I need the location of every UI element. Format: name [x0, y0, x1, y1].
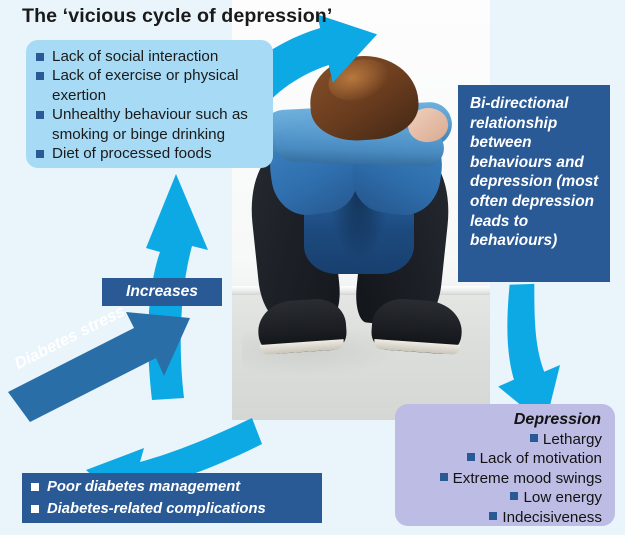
list-item: Lack of exercise or physical exertion	[36, 66, 265, 105]
diabetes-stress-arrow: Diabetes stress	[2, 302, 197, 400]
bullet-marker	[439, 472, 448, 481]
depression-box-title: Depression	[513, 411, 601, 428]
depression-symptom-list: Lethargy Lack of motivation Extreme mood…	[403, 430, 603, 528]
behaviours-list: Lack of social interaction Lack of exerc…	[36, 47, 265, 163]
bullet-marker	[510, 492, 519, 501]
list-item-label: Low energy	[523, 489, 602, 507]
list-item: Unhealthy behaviour such as smoking or b…	[36, 105, 265, 144]
list-item: Lethargy	[403, 430, 603, 450]
list-item-label: Lethargy	[542, 430, 602, 448]
page-title: The ‘vicious cycle of depression’	[22, 5, 333, 27]
list-item: Extreme mood swings	[403, 469, 603, 489]
bullet-marker	[489, 511, 498, 520]
list-item-label: Lack of motivation	[479, 450, 602, 468]
bidirectional-box: Bi-directional relationship between beha…	[458, 85, 610, 282]
list-item-label: Indecisiveness	[502, 508, 602, 526]
depression-box: Depression Lethargy Lack of motivation E…	[395, 404, 615, 526]
list-item: Poor diabetes management	[31, 476, 316, 498]
outcomes-box: Poor diabetes management Diabetes-relate…	[22, 473, 322, 523]
behaviours-box: Lack of social interaction Lack of exerc…	[26, 40, 273, 168]
diabetes-stress-label: Diabetes stress	[11, 302, 128, 374]
list-item: Low energy	[403, 488, 603, 508]
list-item: Lack of social interaction	[36, 47, 265, 66]
list-item-label: Extreme mood swings	[452, 469, 602, 487]
bullet-marker	[529, 433, 538, 442]
list-item: Lack of motivation	[403, 449, 603, 469]
outcomes-list: Poor diabetes management Diabetes-relate…	[31, 476, 316, 520]
list-item: Diet of processed foods	[36, 144, 265, 163]
list-item: Indecisiveness	[403, 508, 603, 528]
bullet-marker	[466, 453, 475, 462]
list-item: Diabetes-related complications	[31, 498, 316, 520]
increases-label: Increases	[102, 278, 222, 306]
